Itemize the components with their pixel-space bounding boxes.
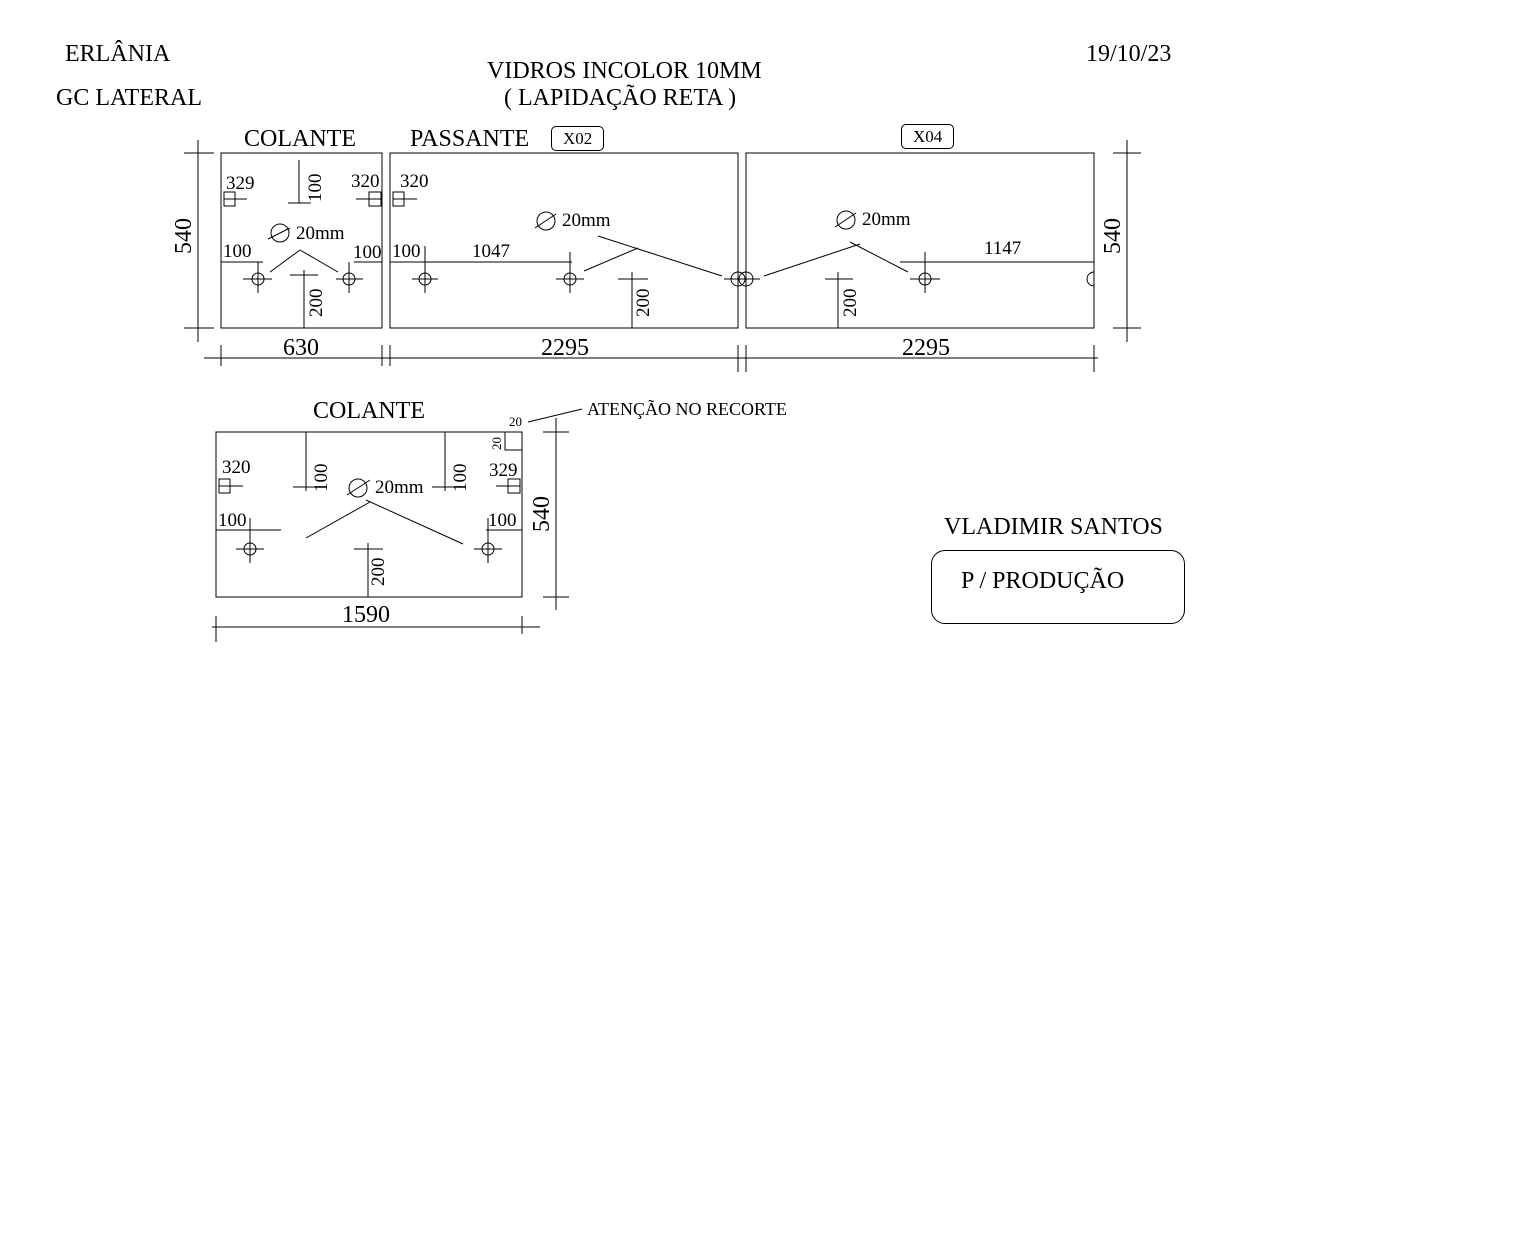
panel-colante-bottom <box>215 431 523 598</box>
label-colante-bottom: COLANTE <box>313 398 425 424</box>
dim-width-colante: 630 <box>283 335 319 361</box>
passante-hole-diameter: 20mm <box>562 210 611 231</box>
bottom-from-bottom: 200 <box>368 557 389 587</box>
colante-hole-diameter: 20mm <box>296 223 345 244</box>
right-from-bottom: 200 <box>840 288 861 318</box>
bottom-top-right: 100 <box>450 463 471 493</box>
cutout-warning: ATENÇÃO NO RECORTE <box>587 399 787 419</box>
dim-width-bottom: 1590 <box>342 602 390 628</box>
finish-note: ( LAPIDAÇÃO RETA ) <box>504 85 737 111</box>
bottom-edge-right: 100 <box>488 510 517 531</box>
colante-edge-right: 100 <box>353 242 382 263</box>
project-name: GC LATERAL <box>56 85 202 111</box>
passante-from-bottom: 200 <box>633 288 654 318</box>
production-status: P / PRODUÇÃO <box>961 568 1125 594</box>
label-passante: PASSANTE <box>410 126 530 152</box>
notch-height: 20 <box>489 437 504 450</box>
passante-offset-left: 320 <box>400 171 429 192</box>
notch-width: 20 <box>509 414 522 429</box>
bottom-offset-left: 320 <box>222 457 251 478</box>
colante-offset-left: 329 <box>226 173 255 194</box>
signer-name: VLADIMIR SANTOS <box>944 514 1163 540</box>
production-stamp <box>931 550 1185 624</box>
panel-colante-top <box>220 152 383 329</box>
bottom-offset-right: 329 <box>489 460 518 481</box>
bottom-hole-diameter: 20mm <box>375 477 424 498</box>
qty-badge-right: X04 <box>901 124 955 150</box>
dim-width-right: 2295 <box>902 335 950 361</box>
passante-spacing: 1047 <box>472 241 510 262</box>
glass-title: VIDROS INCOLOR 10MM <box>487 58 762 84</box>
client-name: ERLÂNIA <box>65 41 171 67</box>
panel-right <box>745 152 1095 329</box>
panel-passante <box>389 152 739 329</box>
passante-edge-left: 100 <box>392 241 421 262</box>
dim-height-right: 540 <box>1100 218 1126 254</box>
bottom-edge-left: 100 <box>218 510 247 531</box>
right-spacing: 1147 <box>984 238 1022 259</box>
right-hole-diameter: 20mm <box>862 209 911 230</box>
colante-from-bottom: 200 <box>306 288 327 318</box>
dim-width-passante: 2295 <box>541 335 589 361</box>
colante-edge-left: 100 <box>223 241 252 262</box>
drawing-date: 19/10/23 <box>1086 41 1172 67</box>
bottom-top-left: 100 <box>311 463 332 493</box>
qty-badge-passante: X02 <box>551 126 605 152</box>
dim-height-bottom: 540 <box>529 496 555 532</box>
colante-offset-right: 320 <box>351 171 380 192</box>
colante-offset-top: 100 <box>305 173 326 203</box>
dim-height-left: 540 <box>171 218 197 254</box>
label-colante-top: COLANTE <box>244 126 356 152</box>
